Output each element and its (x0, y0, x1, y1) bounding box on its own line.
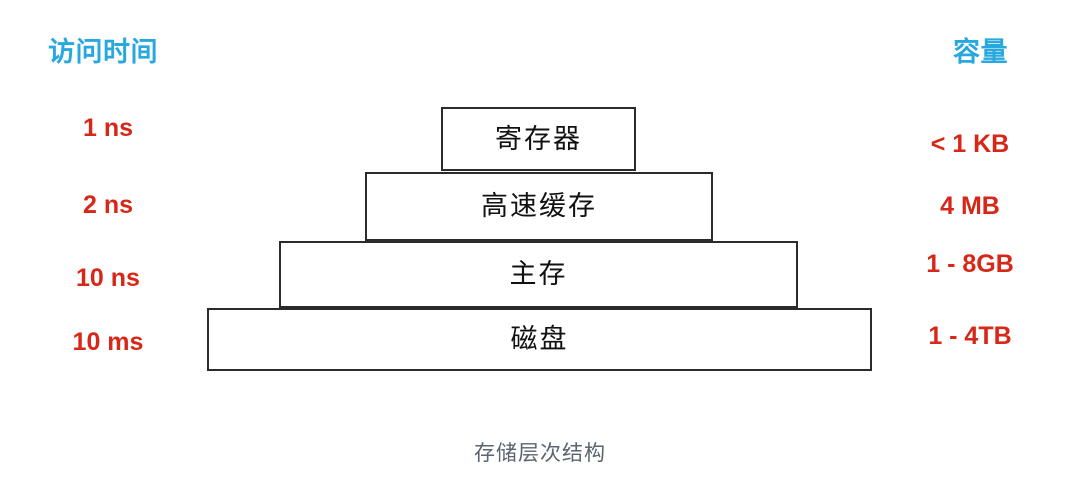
capacity-cache: 4 MB (940, 191, 1000, 220)
tier-box-register: 寄存器 (441, 107, 636, 171)
column-header-access-time: 访问时间 (48, 37, 158, 67)
capacity-register: < 1 KB (930, 129, 1010, 158)
capacity-main-memory: 1 - 8GB (926, 249, 1014, 278)
access-time-main-memory: 10 ns (76, 263, 140, 292)
tier-label-cache: 高速缓存 (481, 191, 597, 222)
access-time-cache: 2 ns (82, 190, 134, 219)
capacity-disk: 1 - 4TB (928, 321, 1012, 350)
column-header-capacity: 容量 (953, 37, 1008, 67)
tier-label-main-memory: 主存 (509, 259, 568, 290)
tier-label-register: 寄存器 (495, 123, 582, 155)
access-time-register: 1 ns (82, 113, 134, 142)
access-time-disk: 10 ms (72, 327, 144, 356)
tier-box-main-memory: 主存 (279, 241, 798, 308)
tier-box-cache: 高速缓存 (365, 172, 713, 241)
tier-label-disk: 磁盘 (510, 324, 569, 355)
figure-caption: 存储层次结构 (474, 441, 606, 465)
tier-box-disk: 磁盘 (207, 308, 872, 371)
